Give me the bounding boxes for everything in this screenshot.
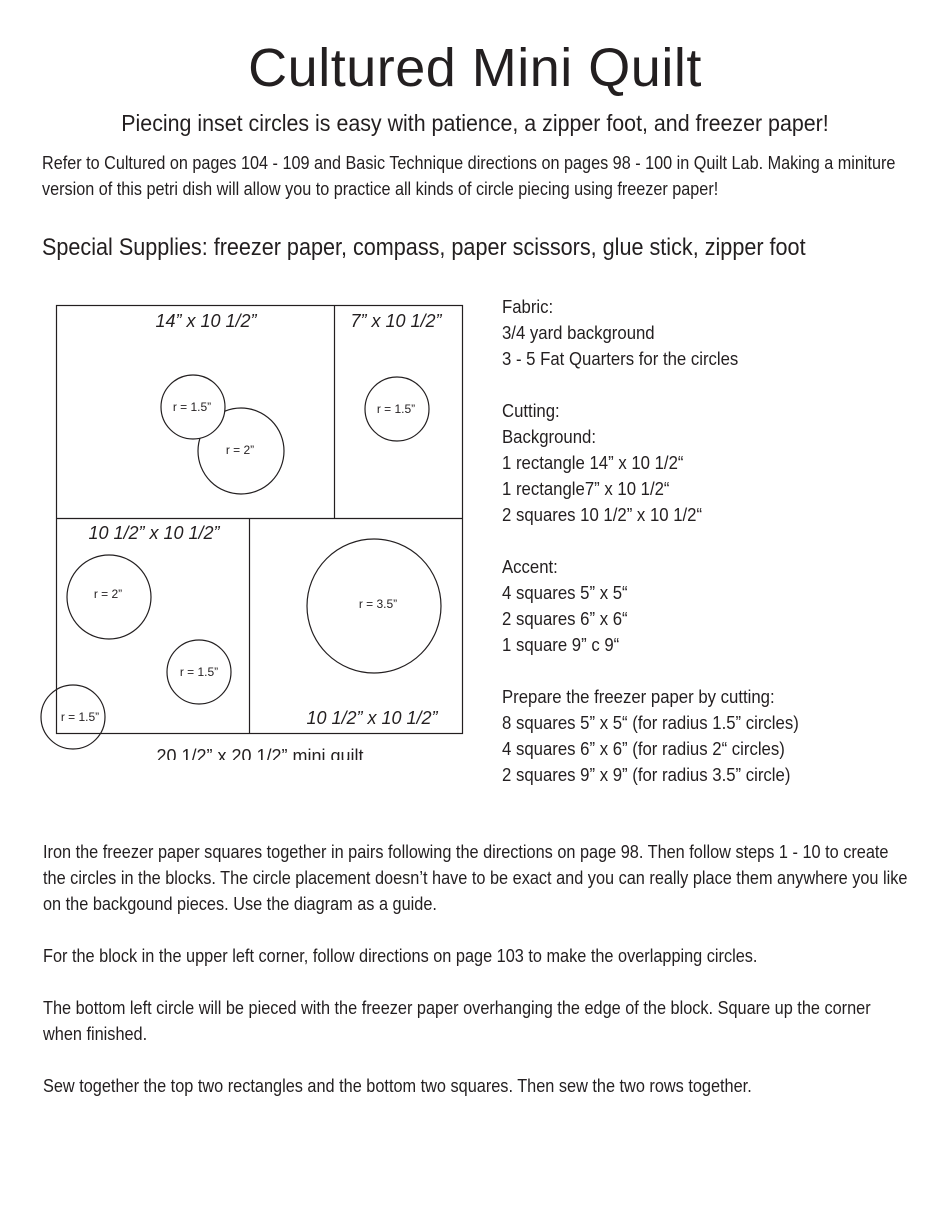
circle-bottom-left-corner [40,684,106,750]
circle-top-left-small [160,374,226,440]
freezer-item: 2 squares 9” x 9” (for radius 3.5” circl… [502,765,791,785]
circle-top-left-large-label: r = 2” [226,443,254,457]
background-item: 2 squares 10 1/2” x 10 1/2“ [502,505,703,525]
materials-list: Fabric: 3/4 yard background 3 - 5 Fat Qu… [502,294,799,788]
circle-bottom-left-large [66,554,152,640]
circle-top-right [364,376,430,442]
instruction-paragraph: Sew together the top two rectangles and … [43,1076,752,1096]
page-subtitle: Piecing inset circles is easy with patie… [121,110,829,136]
circle-bottom-left-corner-label: r = 1.5” [61,710,99,724]
page-title: Cultured Mini Quilt [248,38,702,98]
fabric-heading: Fabric: [502,297,554,317]
circle-bottom-left-large-label: r = 2” [94,587,122,601]
accent-heading: Accent: [502,557,558,577]
fabric-item: 3/4 yard background [502,323,655,343]
freezer-heading: Prepare the freezer paper by cutting: [502,687,775,707]
block-bottom-right-label: 10 1/2” x 10 1/2” [306,708,438,728]
quilt-diagram: 14” x 10 1/2” 7” x 10 1/2” 10 1/2” x 10 … [40,300,470,766]
instruction-paragraph: Iron the freezer paper squares together … [43,842,908,914]
background-item: 1 rectangle7” x 10 1/2“ [502,479,670,499]
block-bottom-left-label: 10 1/2” x 10 1/2” [88,523,220,543]
quilt-diagram-svg: 14” x 10 1/2” 7” x 10 1/2” 10 1/2” x 10 … [40,304,464,766]
accent-item: 4 squares 5” x 5“ [502,583,628,603]
freezer-item: 4 squares 6” x 6” (for radius 2“ circles… [502,739,785,759]
intro-paragraph: Refer to Cultured on pages 104 - 109 and… [42,153,896,199]
special-supplies: Special Supplies: freezer paper, compass… [42,234,806,261]
circle-bottom-right-label: r = 3.5” [359,597,397,611]
freezer-item: 8 squares 5” x 5“ (for radius 1.5” circl… [502,713,799,733]
diagram-caption: 20 1/2” x 20 1/2” mini quilt [156,746,363,760]
quilt-outline [55,304,464,735]
circle-top-right-label: r = 1.5” [377,402,415,416]
background-heading: Background: [502,427,597,447]
instructions: Iron the freezer paper squares together … [43,839,912,1125]
block-top-right-label: 7” x 10 1/2” [350,311,442,331]
circle-bottom-left-small [166,639,232,705]
circle-top-left-large [197,407,285,495]
accent-item: 2 squares 6” x 6“ [502,609,628,629]
background-item: 1 rectangle 14” x 10 1/2“ [502,453,684,473]
block-top-left-label: 14” x 10 1/2” [155,311,257,331]
instruction-paragraph: The bottom left circle will be pieced wi… [43,998,871,1044]
instruction-paragraph: For the block in the upper left corner, … [43,946,758,966]
accent-item: 1 square 9” c 9“ [502,635,620,655]
fabric-item: 3 - 5 Fat Quarters for the circles [502,349,739,369]
cutting-heading: Cutting: [502,401,560,421]
circle-bottom-right [306,538,442,674]
circle-bottom-left-small-label: r = 1.5” [180,665,218,679]
circle-top-left-small-label: r = 1.5” [173,400,211,414]
